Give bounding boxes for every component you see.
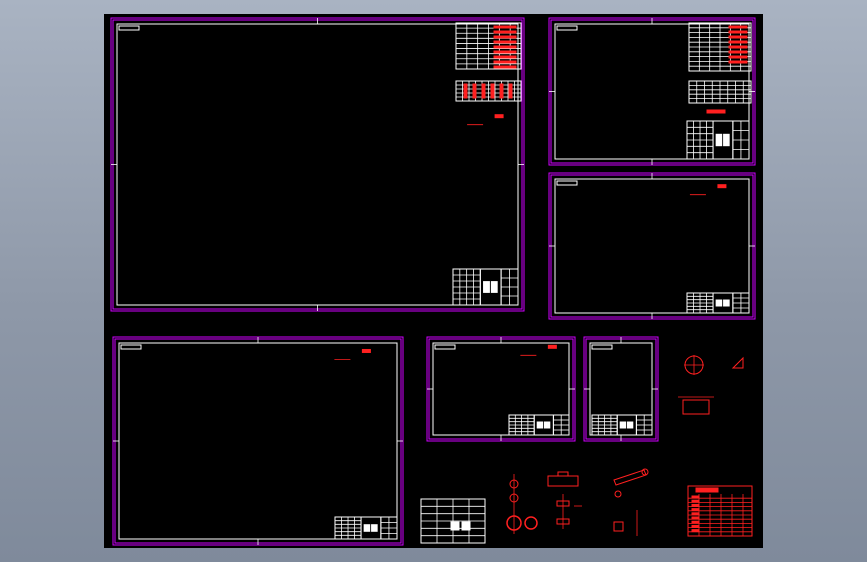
bom-red-text — [493, 60, 517, 64]
bom-red-text — [493, 45, 517, 49]
parts-red-text — [728, 40, 748, 44]
parts-red-text — [728, 25, 748, 29]
sheet-a4-portrait[interactable] — [583, 336, 659, 442]
sheet-a0-main-red-note — [494, 114, 504, 119]
title-block-logo — [483, 281, 490, 293]
shaft-section — [556, 518, 570, 525]
sheet-a2-blank-outer-border — [548, 172, 756, 320]
bom-red-text — [493, 35, 517, 39]
shaft-detail — [547, 471, 582, 529]
sheet-a0-main-inner-frame — [116, 23, 519, 306]
triangle-symbol — [731, 356, 744, 369]
shaft-key — [557, 471, 569, 477]
drawing-canvas[interactable] — [104, 14, 763, 548]
sheet-a1-lower-inner-frame — [118, 342, 398, 540]
sheet-a1-lower[interactable] — [112, 336, 404, 546]
sheet-a2-blank[interactable] — [548, 172, 756, 320]
sheet-a1-lower-outer-border-inner — [114, 338, 402, 544]
red-table-title — [695, 487, 719, 493]
title-block-logo — [723, 133, 730, 147]
red-table-cell — [691, 512, 700, 516]
title-block-logo — [619, 421, 627, 429]
sheet-a4-portrait-corner-tag — [591, 344, 613, 350]
sheet-a0-main-outer-border-inner — [112, 19, 523, 310]
parts-red-text — [728, 35, 748, 39]
sheet-a0-main-corner-tag — [118, 25, 140, 31]
link-detail — [613, 468, 649, 536]
sheet-a1-lower-red-note — [361, 348, 371, 353]
link-pin — [641, 468, 649, 476]
bom-red-text — [493, 55, 517, 59]
title-block-logo — [543, 421, 551, 429]
title-block-logo — [723, 299, 730, 307]
title-block-logo — [363, 524, 371, 532]
title-block-logo — [715, 299, 723, 307]
bom-red-column — [508, 83, 513, 99]
bom-red-column — [490, 83, 495, 99]
shaft-body — [547, 475, 579, 487]
loose-items — [420, 355, 753, 544]
title-block-logo — [490, 281, 498, 293]
red-table-cell — [691, 503, 700, 507]
bom-red-column — [463, 83, 468, 99]
bom-red-text — [493, 25, 517, 29]
sheet-a3-landscape-outer-border-inner — [428, 338, 574, 440]
parts-red-label — [706, 109, 726, 114]
sheet-a1-lower-corner-tag — [120, 344, 142, 350]
gear-detail — [506, 474, 538, 534]
red-table-cell — [691, 524, 700, 528]
bom-red-column — [499, 83, 504, 99]
bom-red-column — [481, 83, 486, 99]
cad-model-space[interactable] — [104, 14, 763, 548]
red-parts-table — [687, 485, 753, 537]
sheet-a2-parts-list-corner-tag — [556, 25, 578, 31]
title-block-logo — [371, 524, 378, 532]
sheet-a0-main[interactable] — [110, 17, 525, 312]
title-block-logo — [626, 421, 634, 429]
red-table-cell — [691, 520, 700, 524]
sheet-a2-blank-outer-border-inner — [550, 174, 754, 318]
link-arm — [613, 469, 647, 486]
red-table-cell — [691, 516, 700, 520]
red-table-cell — [691, 499, 700, 503]
parts-red-text — [728, 55, 748, 59]
parts-red-text — [728, 60, 748, 64]
sheet-a4-portrait-inner-frame — [589, 342, 653, 436]
sheet-a3-landscape-outer-border — [426, 336, 576, 442]
sheet-a3-landscape[interactable] — [426, 336, 576, 442]
sheet-a2-parts-list-outer-border-inner — [550, 19, 754, 164]
bom-red-column — [472, 83, 477, 99]
bom-red-text — [493, 30, 517, 34]
link-block — [613, 521, 624, 532]
parts-red-text — [728, 50, 748, 54]
sheet-a1-lower-outer-border — [112, 336, 404, 546]
sheet-a3-landscape-corner-tag — [434, 344, 456, 350]
gear-wheel — [524, 516, 538, 530]
sheet-a3-landscape-red-note — [547, 344, 557, 349]
parts-red-text — [728, 30, 748, 34]
spare-title-logo — [461, 521, 471, 531]
bom-red-text — [493, 40, 517, 44]
sheet-a2-parts-list[interactable] — [548, 17, 756, 166]
shaft-section — [556, 500, 570, 507]
red-table-cell — [691, 529, 700, 533]
bom-red-text — [493, 65, 517, 69]
title-block-logo — [715, 133, 723, 147]
sheet-a3-landscape-inner-frame — [432, 342, 570, 436]
red-table-cell — [691, 495, 700, 499]
sheet-a2-blank-red-note — [717, 184, 727, 189]
red-table-cell — [691, 508, 700, 512]
title-block-logo — [536, 421, 544, 429]
rectangle-part — [682, 399, 710, 415]
spare-title-logo — [450, 521, 460, 531]
sheet-a0-main-outer-border — [110, 17, 525, 312]
bom-red-text — [493, 50, 517, 54]
parts-red-text — [728, 45, 748, 49]
spare-title-block — [420, 498, 486, 544]
sheet-a2-blank-corner-tag — [556, 180, 578, 186]
link-pin — [614, 490, 622, 498]
